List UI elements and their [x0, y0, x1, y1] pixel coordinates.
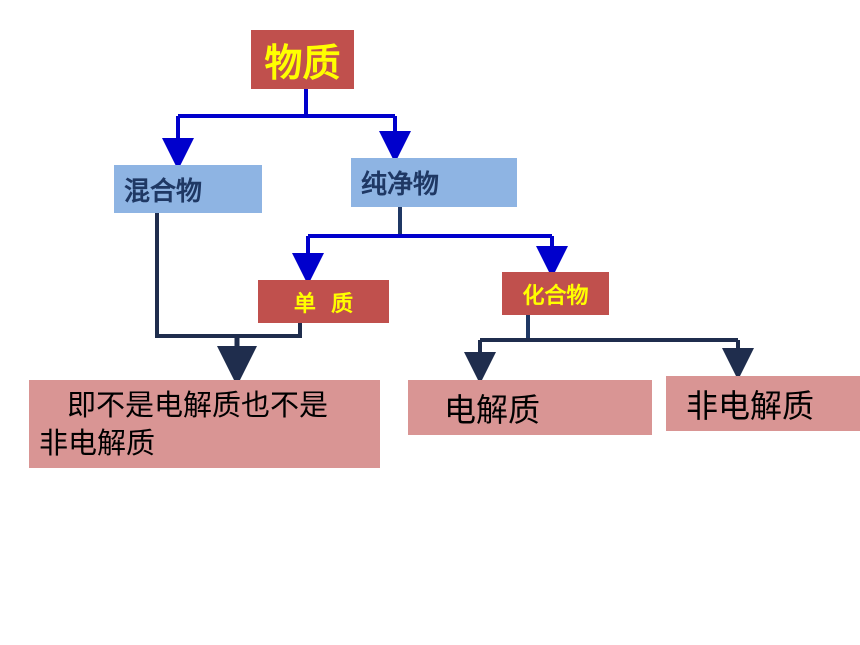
node-non-electrolyte-label: 非电解质 [686, 386, 815, 425]
node-electrolyte: 电解质 [408, 380, 652, 435]
node-element: 单 质 [258, 280, 389, 323]
node-neither-label-line1: 即不是电解质也不是 [67, 388, 329, 422]
node-pure-substance-label: 纯净物 [361, 170, 440, 200]
node-substance-label: 物质 [264, 41, 341, 85]
node-element-label: 单 质 [293, 291, 354, 317]
node-pure-substance: 纯净物 [351, 158, 517, 207]
node-compound: 化合物 [502, 272, 609, 315]
node-electrolyte-label: 电解质 [444, 390, 541, 429]
node-neither: 即不是电解质也不是 非电解质 [29, 380, 380, 468]
node-mixture-label: 混合物 [124, 176, 203, 207]
node-non-electrolyte: 非电解质 [666, 376, 860, 431]
node-substance: 物质 [251, 30, 354, 89]
node-mixture: 混合物 [114, 165, 262, 213]
node-compound-label: 化合物 [522, 283, 589, 309]
node-neither-label-line2: 非电解质 [39, 426, 156, 460]
